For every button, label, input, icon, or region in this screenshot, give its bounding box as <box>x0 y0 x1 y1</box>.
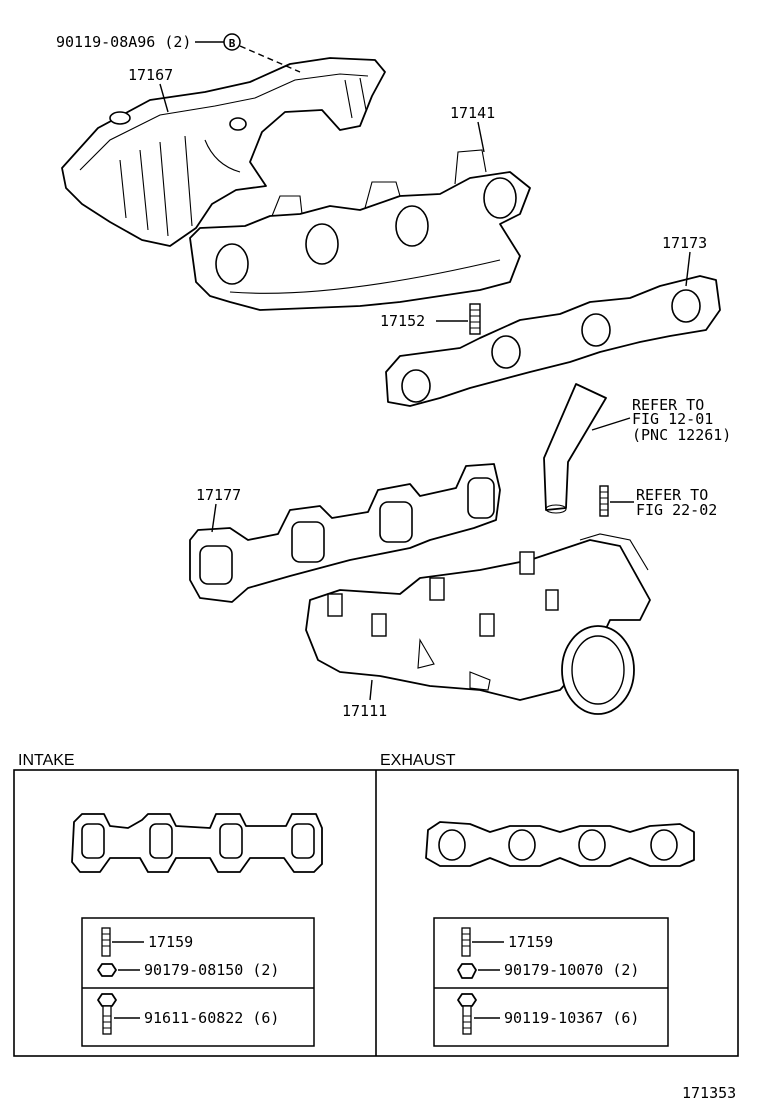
label-refer-stud-1: REFER TO <box>636 486 708 504</box>
label-refer-hose-1: REFER TO <box>632 396 704 414</box>
exhaust-stud-icon[interactable] <box>461 927 471 957</box>
b-symbol-icon <box>223 33 241 51</box>
exhaust-bolt-label: 90119-10367 (6) <box>504 1009 639 1027</box>
label-intake-manifold: 17111 <box>342 702 387 720</box>
label-exhaust-gasket: 17173 <box>662 234 707 252</box>
intake-nut-label: 90179-08150 (2) <box>144 961 279 979</box>
label-exhaust-manifold: 17141 <box>450 104 495 122</box>
stud-17152[interactable] <box>469 303 481 335</box>
intake-manifold-17111[interactable] <box>305 533 651 715</box>
label-intake-gasket: 17177 <box>196 486 241 504</box>
label-heat-insulator: 17167 <box>128 66 173 84</box>
heat-insulator-17167[interactable] <box>61 57 386 247</box>
exhaust-gasket-17173[interactable] <box>385 275 721 407</box>
intake-section-title: INTAKE <box>18 752 75 769</box>
exhaust-stud-label: 17159 <box>508 933 553 951</box>
intake-detail-gasket[interactable] <box>71 813 323 873</box>
intake-stud-icon[interactable] <box>101 927 111 957</box>
svg-text:B: B <box>229 37 236 50</box>
exhaust-manifold-17141[interactable] <box>189 149 531 311</box>
label-refer-hose-3: (PNC 12261) <box>632 426 731 444</box>
intake-bolt-label: 91611-60822 (6) <box>144 1009 279 1027</box>
label-stud-upper: 17152 <box>380 312 425 330</box>
intake-stud-label: 17159 <box>148 933 193 951</box>
exhaust-bolt-icon[interactable] <box>457 993 477 1035</box>
exhaust-nut-label: 90179-10070 (2) <box>504 961 639 979</box>
stud-refer-22-02[interactable] <box>599 485 609 517</box>
exhaust-nut-icon[interactable] <box>457 963 477 979</box>
bolt-b-callout[interactable]: 90119-08A96 (2) B <box>56 33 301 73</box>
label-bolt-b: 90119-08A96 (2) <box>56 33 191 51</box>
intake-bolt-icon[interactable] <box>97 993 117 1035</box>
exhaust-detail-gasket[interactable] <box>425 821 695 867</box>
figure-number: 171353 <box>682 1084 736 1102</box>
intake-nut-icon[interactable] <box>97 963 117 977</box>
exhaust-section-title: EXHAUST <box>380 752 456 769</box>
label-refer-hose-2: FIG 12-01 <box>632 410 713 428</box>
intake-gasket-17177[interactable] <box>189 463 501 603</box>
label-refer-stud-2: FIG 22-02 <box>636 501 717 519</box>
water-hose[interactable] <box>543 383 607 514</box>
